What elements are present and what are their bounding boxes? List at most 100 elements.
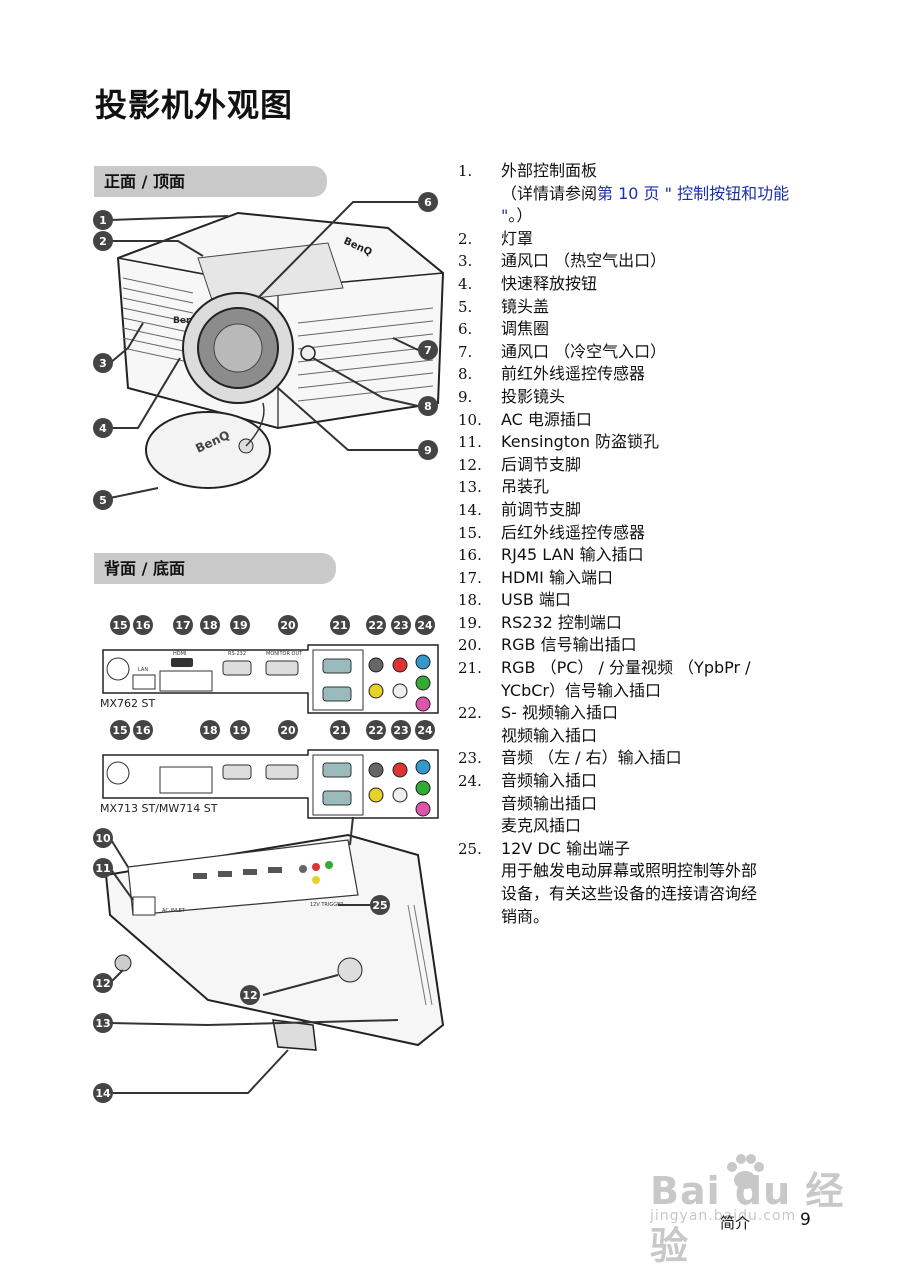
svg-text:6: 6 xyxy=(424,196,432,209)
callout-badge: 21 xyxy=(330,720,350,740)
callout-badge: 22 xyxy=(366,615,386,635)
svg-text:9: 9 xyxy=(424,444,432,457)
callout-badge: 19 xyxy=(230,615,250,635)
svg-text:7: 7 xyxy=(424,344,432,357)
callout-badge: 17 xyxy=(173,615,193,635)
callout-badge: 1 xyxy=(93,210,113,230)
callout-badge: 12 xyxy=(240,985,260,1005)
list-item: 20.RGB 信号输出插口 xyxy=(458,635,637,655)
list-item: 6.调焦圈 xyxy=(458,319,550,339)
callout-badge: 23 xyxy=(391,615,411,635)
svg-text:16: 16 xyxy=(135,619,151,632)
svg-text:1: 1 xyxy=(99,214,107,227)
callout-badge: 7 xyxy=(418,340,438,360)
callout-badge: 24 xyxy=(415,720,435,740)
list-item: 3.通风口 （热空气出口） xyxy=(458,251,667,271)
svg-text:17: 17 xyxy=(175,619,190,632)
list-item: 4.快速释放按钮 xyxy=(458,273,598,293)
svg-text:21: 21 xyxy=(332,724,347,737)
svg-text:12: 12 xyxy=(242,989,257,1002)
callout-badge: 12 xyxy=(93,973,113,993)
callout-badge: 16 xyxy=(133,720,153,740)
svg-text:15: 15 xyxy=(112,724,127,737)
list-item: 9.投影镜头 xyxy=(458,386,566,406)
svg-text:23: 23 xyxy=(393,619,408,632)
list-item: 24.音频输入插口音频输出插口麦克风插口 xyxy=(458,771,598,836)
list-item: 12.后调节支脚 xyxy=(458,454,582,474)
callout-badge: 20 xyxy=(278,720,298,740)
footer-section-label: 简介 xyxy=(720,1214,751,1232)
paw-icon xyxy=(727,1154,764,1189)
callout-badge: 15 xyxy=(110,720,130,740)
callout-badge: 4 xyxy=(93,418,113,438)
svg-text:20: 20 xyxy=(280,619,296,632)
callout-badge: 15 xyxy=(110,615,130,635)
callout-badge: 6 xyxy=(418,192,438,212)
svg-text:19: 19 xyxy=(232,724,247,737)
list-item: （详情请参阅第 10 页 " 控制按钮和功能 "。） xyxy=(501,183,790,226)
list-item: 1.外部控制面板 xyxy=(458,161,598,180)
list-item: 10.AC 电源插口 xyxy=(458,409,592,429)
section-header-front: 正面 / 顶面 xyxy=(94,166,327,197)
callout-badge: 11 xyxy=(93,858,113,878)
callout-badge: 25 xyxy=(370,895,390,915)
list-item: 11.Kensington 防盗锁孔 xyxy=(458,432,660,452)
callout-badge: 23 xyxy=(391,720,411,740)
svg-text:5: 5 xyxy=(99,494,107,507)
label-rs232: RS-232 xyxy=(228,651,246,657)
label-lan: LAN xyxy=(138,667,148,673)
section-header-back: 背面 / 底面 xyxy=(94,553,336,584)
callout-badge: 5 xyxy=(93,490,113,510)
watermark: Bai du 经验 jingyan.baidu.com xyxy=(640,1150,850,1268)
callout-badge: 13 xyxy=(93,1013,113,1033)
svg-text:24: 24 xyxy=(417,724,433,737)
svg-text:24: 24 xyxy=(417,619,433,632)
page-reference-link[interactable]: 第 10 页 " 控制按钮和功能 " xyxy=(501,183,790,226)
list-item: 7.通风口 （冷空气入口） xyxy=(458,341,667,361)
callout-badge: 16 xyxy=(133,615,153,635)
projector-back-figure: 15 16 17 18 19 20 21 22 23 24 LAN HDMI R… xyxy=(93,615,445,1103)
list-item: 22.S- 视频输入插口视频输入插口 xyxy=(458,703,619,745)
callout-badge: 10 xyxy=(93,828,113,848)
callout-badge: 8 xyxy=(418,396,438,416)
list-item: 18.USB 端口 xyxy=(458,590,571,610)
model-label-b: MX713 ST/MW714 ST xyxy=(100,802,218,815)
svg-text:23: 23 xyxy=(393,724,408,737)
list-item: 23.音频 （左 / 右）输入插口 xyxy=(458,748,682,768)
svg-text:25: 25 xyxy=(372,899,387,912)
label-monitor-out: MONITOR OUT xyxy=(266,651,303,657)
callout-badge: 20 xyxy=(278,615,298,635)
svg-text:3: 3 xyxy=(99,357,107,370)
svg-text:2: 2 xyxy=(99,235,107,248)
svg-text:22: 22 xyxy=(368,619,383,632)
svg-text:8: 8 xyxy=(424,400,432,413)
callout-badge: 19 xyxy=(230,720,250,740)
callout-badge: 24 xyxy=(415,615,435,635)
watermark-url: jingyan.baidu.com xyxy=(650,1208,797,1224)
projector-front-figure: BenQ BenQ BenQ 1 2 3 4 5 6 7 8 9 xyxy=(93,192,445,510)
list-item: 15.后红外线遥控传感器 xyxy=(458,522,646,542)
callout-badge: 18 xyxy=(200,720,220,740)
list-item: 5.镜头盖 xyxy=(458,296,550,316)
watermark-brand: Bai du 经验 xyxy=(650,1169,845,1268)
callout-badge: 18 xyxy=(200,615,220,635)
svg-text:14: 14 xyxy=(95,1087,111,1100)
svg-text:13: 13 xyxy=(95,1017,110,1030)
svg-text:18: 18 xyxy=(202,724,217,737)
model-label-a: MX762 ST xyxy=(100,697,156,710)
page-title: 投影机外观图 xyxy=(95,86,294,124)
label-12v-trigger: 12V TRIGGER xyxy=(310,902,344,908)
brand-logo-front: BenQ xyxy=(173,316,200,326)
page-number: 9 xyxy=(800,1210,811,1230)
list-item: 14.前调节支脚 xyxy=(458,499,582,519)
svg-text:16: 16 xyxy=(135,724,151,737)
svg-text:22: 22 xyxy=(368,724,383,737)
svg-text:4: 4 xyxy=(99,422,107,435)
label-hdmi: HDMI xyxy=(173,651,186,657)
list-item: 8.前红外线遥控传感器 xyxy=(458,364,646,384)
svg-text:11: 11 xyxy=(95,862,110,875)
svg-text:19: 19 xyxy=(232,619,247,632)
svg-text:12: 12 xyxy=(95,977,110,990)
list-item: 13.吊装孔 xyxy=(458,477,550,497)
svg-text:21: 21 xyxy=(332,619,347,632)
